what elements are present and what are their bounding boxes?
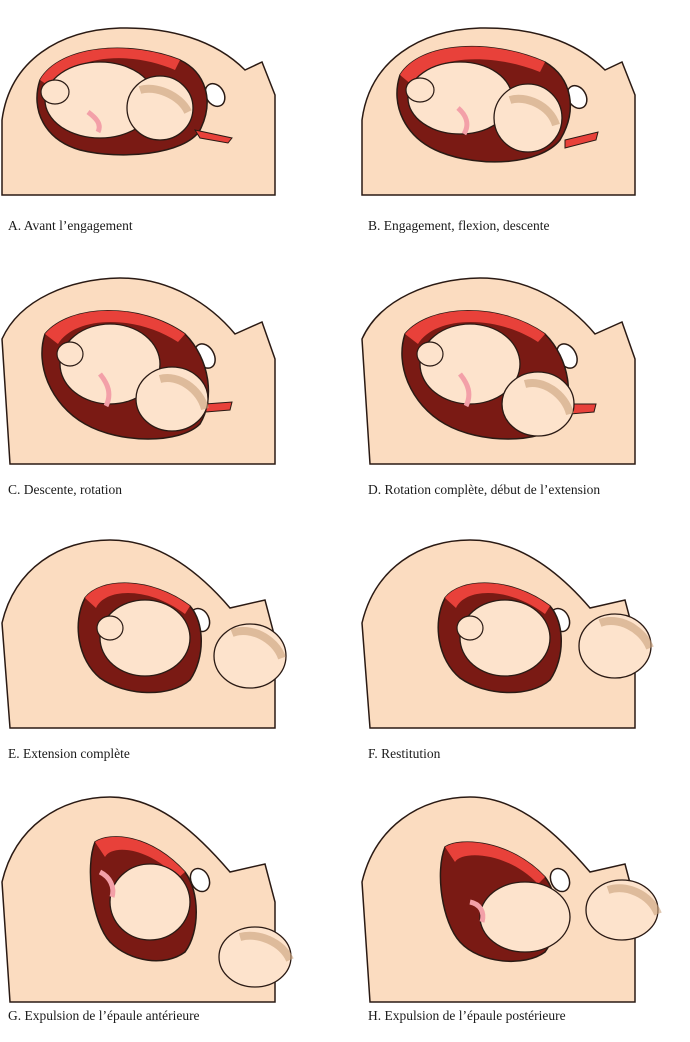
panel-f: F. Restitution — [360, 528, 690, 778]
panel-d: D. Rotation complète, début de l’extensi… — [360, 264, 690, 514]
panel-a: A. Avant l’engagement — [0, 0, 330, 250]
panel-caption: B. Engagement, flexion, descente — [368, 218, 550, 233]
panel-e: E. Extension complète — [0, 528, 330, 778]
panel-caption: F. Restitution — [368, 746, 441, 761]
panel-c: C. Descente, rotation — [0, 264, 330, 514]
fetus-complete-extension-illustration — [1, 539, 287, 729]
panel-b: B. Engagement, flexion, descente — [360, 0, 690, 250]
fetus-restitution-illustration — [361, 539, 654, 729]
panel-g: G. Expulsion de l’épaule antérieure — [0, 792, 330, 1042]
panel-h: H. Expulsion de l’épaule postérieure — [360, 792, 690, 1042]
fetus-engagement-flexion-descent-illustration — [361, 27, 636, 196]
fetus-posterior-shoulder-expulsion-illustration — [361, 796, 662, 1003]
panel-caption: C. Descente, rotation — [8, 482, 122, 497]
panel-caption: G. Expulsion de l’épaule antérieure — [8, 1008, 200, 1023]
fetus-anterior-shoulder-expulsion-illustration — [1, 796, 294, 1003]
panel-caption: E. Extension complète — [8, 746, 130, 761]
fetus-descent-rotation-illustration — [1, 277, 276, 465]
fetus-complete-rotation-illustration — [361, 277, 636, 465]
fetus-before-engagement-illustration — [1, 27, 276, 196]
panel-caption: H. Expulsion de l’épaule postérieure — [368, 1008, 566, 1023]
panel-caption: A. Avant l’engagement — [8, 218, 133, 233]
panel-caption: D. Rotation complète, début de l’extensi… — [368, 482, 601, 497]
